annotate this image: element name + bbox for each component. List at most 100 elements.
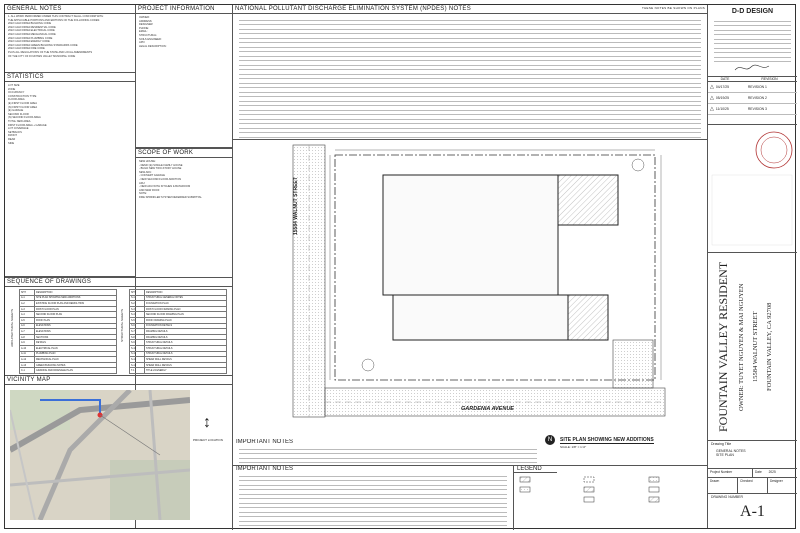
npdes-notes-list — [233, 14, 707, 139]
sheet-description-cell: FRAMING DETAILS — [144, 333, 227, 341]
note-line: OCCUPANCY — [8, 91, 25, 95]
note-line: - CONVERT GARAGE — [139, 174, 165, 178]
sheet-number-cell: C-1 — [19, 367, 35, 374]
project-title: FOUNTAIN VALLEY RESIDENT — [716, 261, 730, 433]
npdes-notes-title: NATIONAL POLLUTANT DISCHARGE ELIMINATION… — [235, 6, 471, 12]
note-line: - DEMO (E) SINGLE FAMILY HOUSE — [139, 163, 183, 167]
text-line — [239, 84, 701, 88]
sequence-of-drawings: SEQUENCE OF DRAWINGS ARCHITECTURAL SHEET… — [5, 277, 233, 376]
date-label: Date — [755, 470, 762, 474]
text-line — [239, 115, 701, 120]
note-line: LOT SIZE — [8, 84, 20, 87]
revision-label-header: REVISION — [761, 77, 778, 81]
address-line-2: FOUNTAIN VALLEY, CA 92708 — [766, 302, 773, 392]
revision-label: REVISION 2 — [747, 96, 767, 100]
sheet-description-cell: PLUMBING PLAN — [34, 350, 117, 358]
text-line — [239, 481, 507, 486]
project-info-column: PROJECT INFORMATION OWNER:ADDRESS:DESIGN… — [136, 5, 233, 277]
north-arrow-icon: ↕ — [203, 414, 211, 431]
firm-name: D-D DESIGN — [731, 8, 774, 15]
text-line — [239, 472, 507, 477]
text-line — [239, 70, 701, 75]
text-line — [239, 30, 701, 34]
note-line: 2022 CALIFORNIA GREEN BUILDING STANDARDS… — [8, 43, 78, 47]
project-title-block: FOUNTAIN VALLEY RESIDENT OWNER: TUYET NG… — [708, 253, 797, 441]
text-line — [239, 129, 701, 133]
project-meta-block: Project Number Date 2025 Drawn Checked D… — [708, 469, 797, 494]
note-line: - NEW ADU WITH KITCHEN & BATHROOM — [139, 185, 191, 189]
note-line: NEW HOUSE: — [139, 160, 156, 163]
note-line: PHONE: — [139, 26, 149, 30]
sheet-description-cell: ROOF PLAN — [34, 317, 117, 324]
text-line — [239, 454, 537, 459]
general-notes-title: GENERAL NOTES — [5, 5, 135, 14]
project-number-label: Project Number — [708, 469, 753, 477]
note-line: - BUILD NEW TWO-STORY HOUSE — [139, 167, 182, 171]
text-line — [239, 495, 507, 499]
sheet-description-cell: GRADING AND DRAINAGE PLAN — [34, 367, 117, 374]
note-line: OWNER: — [139, 16, 150, 19]
note-line: AND NEW ROOF — [139, 188, 160, 192]
note-line: 2022 CALIFORNIA RESIDENTIAL CODE — [8, 25, 56, 29]
note-line: SOILS ENGINEER: — [139, 37, 162, 41]
left-column: GENERAL NOTES 1. ALL WORK PERFORMED UNDE… — [5, 5, 136, 528]
text-line — [239, 477, 507, 481]
site-plan-scale: SCALE: 1/8" = 1'-0" — [560, 445, 587, 449]
note-line: APN: — [139, 41, 146, 45]
revision-date: 11/10/25 — [715, 107, 729, 111]
note-line: SIDE — [8, 141, 15, 145]
sheet-description-cell: ROOF FRAMING PLAN — [144, 317, 227, 324]
text-line — [239, 450, 537, 454]
legend-title: LEGEND — [514, 466, 557, 473]
revision-date: 05/19/25 — [715, 96, 730, 100]
sheet-description-cell: ELEVATIONS — [34, 328, 117, 335]
statistics-title: STATISTICS — [5, 73, 135, 82]
note-line: FIRST FLOOR AREA + GARAGE — [8, 123, 47, 127]
note-line: SECOND FLOOR — [8, 112, 29, 116]
revision-triangle-icon: △ — [710, 95, 714, 101]
note-line: THE APPLICABLE PORTIONS AND EDITIONS OF … — [8, 18, 100, 22]
text-line — [239, 93, 701, 97]
note-line: EMAIL: — [139, 30, 148, 34]
note-line: FRONT — [8, 134, 17, 138]
sheet-description-cell: SECOND FLOOR PLAN — [34, 311, 117, 318]
project-location-label: PROJECT LOCATION — [193, 438, 223, 442]
sheet-description-cell: FIRST FLOOR PLAN — [34, 305, 117, 313]
vicinity-map — [10, 390, 190, 520]
sheet-description-cell: STRUCTURAL DETAILS — [144, 350, 227, 358]
note-line: REAR — [8, 137, 16, 141]
sheet-description-cell: SHEAR WALL DETAILS — [144, 356, 227, 363]
text-line — [239, 43, 701, 48]
npdes-notes-header: NATIONAL POLLUTANT DISCHARGE ELIMINATION… — [233, 5, 707, 14]
note-line: LOT COVERAGE — [8, 127, 29, 131]
note-line: (N) SECOND FLOOR AREA — [8, 116, 41, 120]
note-line: CONSTRUCTION TYPE — [8, 94, 37, 98]
revision-row: △05/19/25 REVISION 2 — [708, 93, 797, 104]
text-line — [239, 111, 701, 115]
note-line: 2022 CALIFORNIA ELECTRICAL CODE — [8, 29, 55, 33]
description-header: DESCRIPTION — [34, 289, 117, 296]
important-notes-upper: IMPORTANT NOTES — [233, 439, 543, 465]
owner-line: OWNER: TUYET NGUYEN & MAI NGUYEN — [738, 283, 745, 411]
note-line: NEW ADU: — [139, 170, 152, 174]
note-line: 2022 CALIFORNIA ENERGY CODE — [8, 40, 50, 44]
scope-of-work: SCOPE OF WORK NEW HOUSE:- DEMO (E) SINGL… — [136, 148, 232, 277]
street-bottom-label: GARDENIA AVENUE — [461, 406, 514, 412]
designer-label: Designer — [770, 479, 783, 483]
